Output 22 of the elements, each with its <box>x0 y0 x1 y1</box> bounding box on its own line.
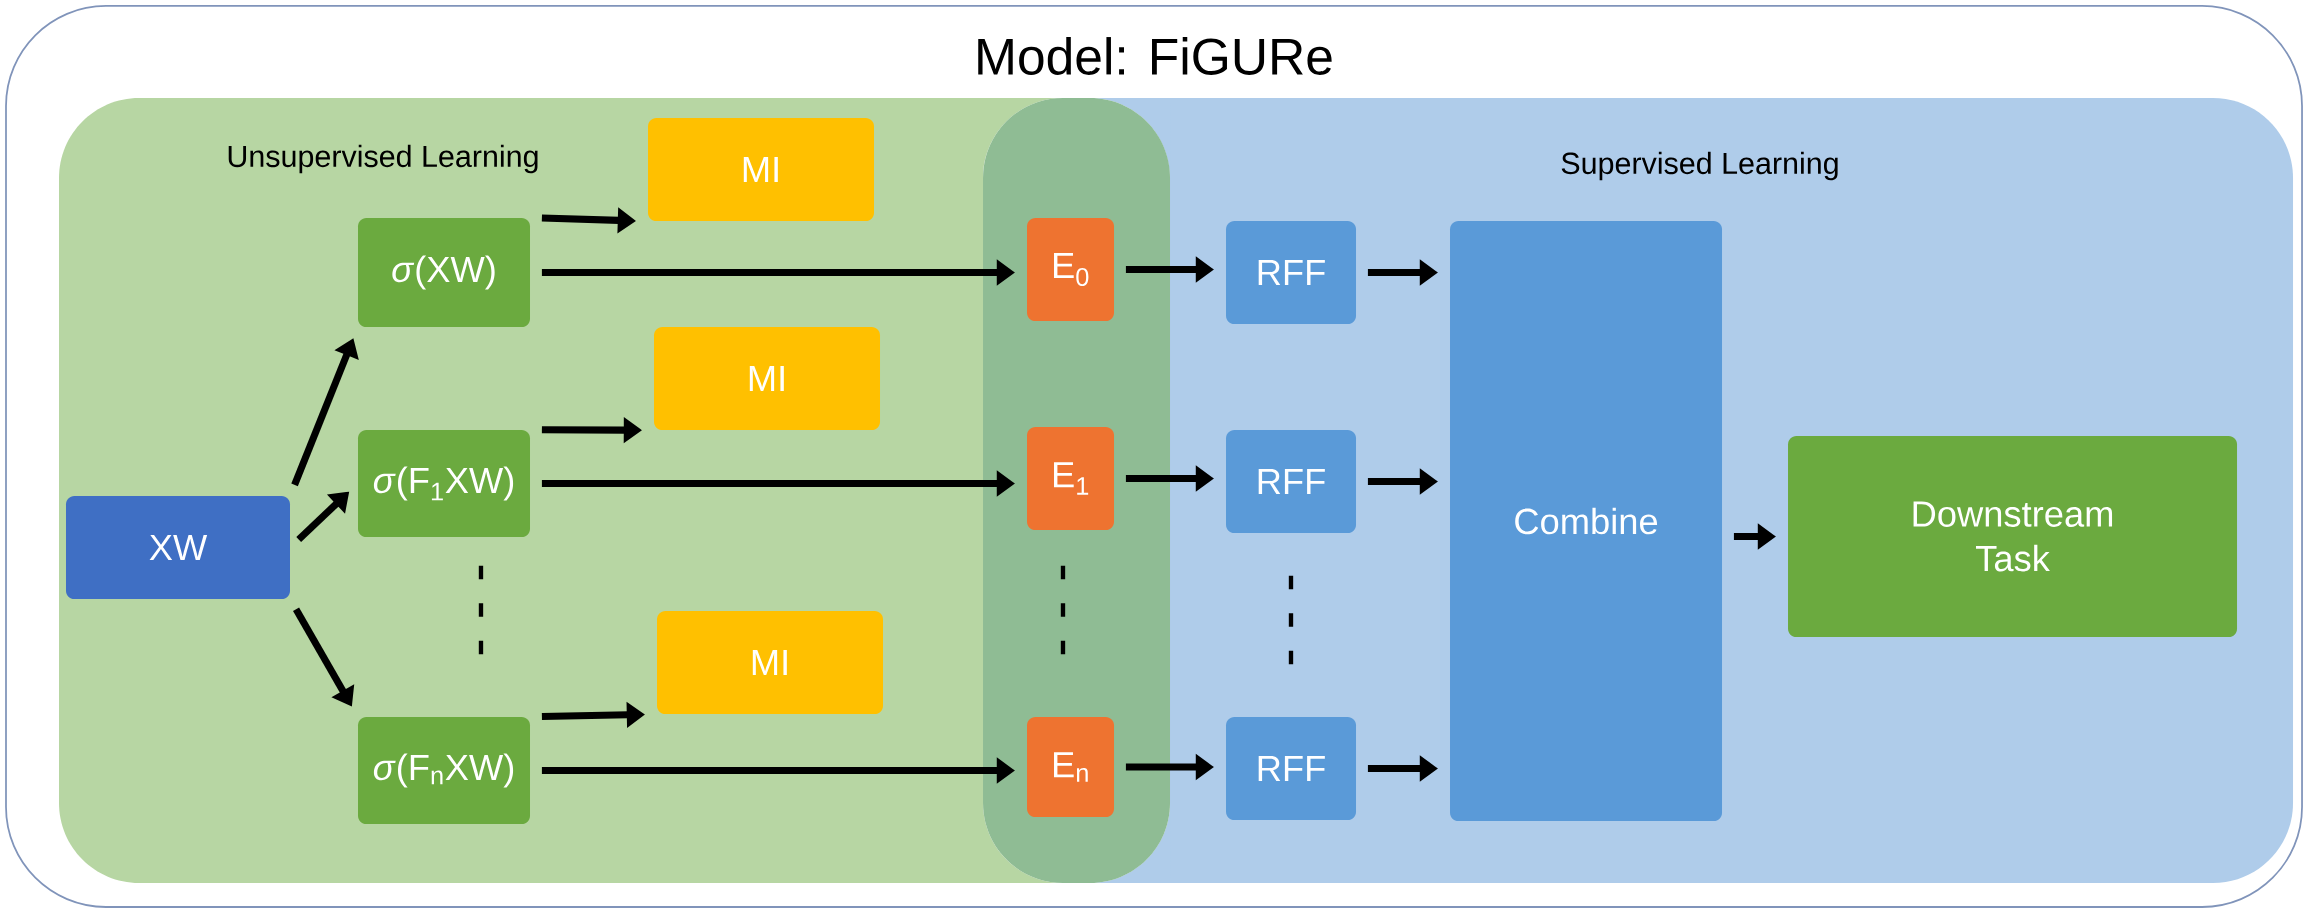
region-label: Unsupervised Learning <box>228 144 538 174</box>
rff-box: RFF <box>1226 717 1356 820</box>
outer-frame <box>5 5 2303 908</box>
embedding-box: E$_{n}$ <box>1027 717 1114 817</box>
embedding-box: E$_{0}$ <box>1027 218 1114 321</box>
mi-box: MI <box>648 118 874 221</box>
rff-box: RFF <box>1226 221 1356 324</box>
function-box: σ(F$_{1}$XW) <box>358 430 530 537</box>
function-box: σ(F$_{n}$XW) <box>358 717 530 824</box>
function-box: σ(XW) <box>358 218 530 327</box>
ellipsis-dots: ⋮ <box>1060 565 1066 655</box>
ellipsis-dots: ⋮ <box>478 565 484 655</box>
combine-box: Combine <box>1450 221 1722 821</box>
region-label: Supervised Learning <box>1561 151 1838 181</box>
mi-box: MI <box>654 327 880 430</box>
task-box: Downstream Task <box>1788 436 2238 637</box>
region-label: Model: FiGURe <box>978 37 1332 75</box>
embedding-box: E$_{1}$ <box>1027 427 1114 530</box>
mi-box: MI <box>657 611 883 714</box>
input-box: XW <box>66 496 290 599</box>
ellipsis-dots: ⋮ <box>1288 575 1294 665</box>
rff-box: RFF <box>1226 430 1356 533</box>
